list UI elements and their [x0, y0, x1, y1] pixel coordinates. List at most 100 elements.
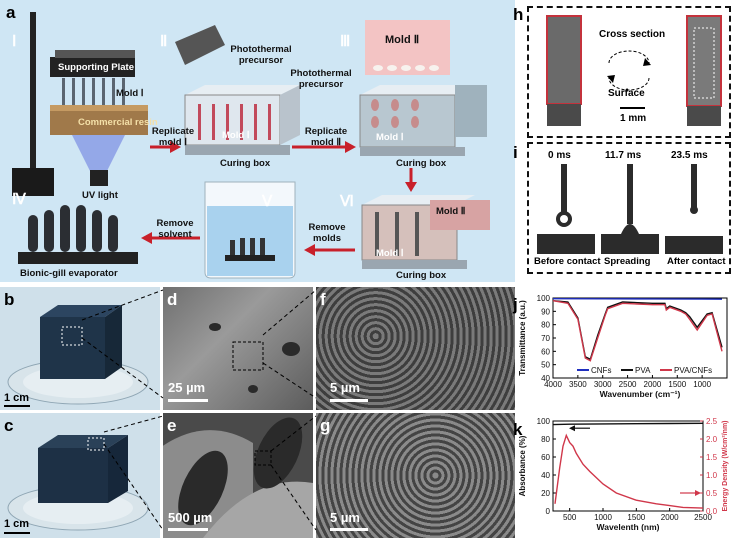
panel-a-illustration [12, 12, 490, 279]
panel-h-letter: h [513, 5, 524, 24]
chart-k-ytick-right-label-3: 1.5 [706, 453, 718, 462]
printer-base [12, 168, 54, 196]
chart-j-ytick-label-3: 70 [541, 334, 550, 343]
mold1-box6-label: Mold Ⅰ [376, 248, 404, 259]
panel-b-letter: b [4, 290, 15, 309]
precursor-label-2: Photothermal precursor [290, 68, 352, 90]
scale-label-d: 25 µm [168, 380, 206, 395]
chart-j-ytick-label-1: 50 [541, 361, 550, 370]
uv-beam [72, 135, 125, 175]
precursor-label-1: Photothermal precursor [230, 44, 292, 66]
chart-j-series-2 [552, 300, 723, 362]
chart-k-frame [552, 420, 704, 512]
chart-j-xtick-label-2: 3000 [594, 380, 612, 389]
chart-k-xlabel: Wavelenth (nm) [597, 522, 660, 532]
chart-j-ytick-label-4: 80 [541, 321, 550, 330]
chart-j-xtick-label-3: 2500 [619, 380, 637, 389]
chart-k-ytick-label-3: 60 [541, 453, 550, 462]
photo-b [0, 287, 160, 410]
chart-k-xtick-label-0: 500 [563, 513, 577, 522]
chart-j-series-1 [552, 300, 723, 361]
scale-label-g: 5 µm [330, 510, 360, 525]
supporting-plate [50, 57, 135, 77]
surface-label: Surface [608, 88, 645, 99]
uv-light-label: UV light [82, 190, 118, 201]
photo-c [0, 413, 160, 538]
replicate-mold1-label: Replicate mold Ⅰ [151, 126, 195, 148]
step-1-numeral: Ⅰ [12, 34, 17, 50]
scale-bar-d [168, 399, 208, 402]
panel-f-letter: f [320, 290, 326, 309]
sem-d [163, 287, 313, 410]
chart-k-arrowhead-left [569, 425, 575, 432]
supporting-plate-label: Supporting Plate [58, 62, 134, 73]
bionic-gill-label: Bionic-gill evaporator [20, 268, 118, 279]
caption-spreading: Spreading [604, 256, 651, 267]
chart-k-series-1 [554, 433, 704, 509]
scale-bar-g [330, 528, 368, 531]
chart-j-ylabel: Transmittance (a.u.) [518, 300, 527, 376]
panel-c-letter: c [4, 416, 14, 435]
chart-j-ytick-label-5: 90 [541, 307, 550, 316]
scale-label-f: 5 µm [330, 380, 360, 395]
panel-i-frame [527, 142, 731, 274]
zoom-connectors [81, 289, 317, 531]
mold2-box6-label: Mold Ⅱ [436, 206, 466, 217]
printer-column [30, 12, 36, 172]
remove-solvent-label: Remove solvent [156, 218, 194, 240]
chart-k-ytick-label-4: 80 [541, 435, 550, 444]
step-6-numeral: Ⅵ [340, 194, 354, 210]
chart-k-ytick-right-label-5: 2.5 [706, 417, 718, 426]
step-5-numeral: Ⅴ [262, 194, 273, 210]
time-1: 11.7 ms [605, 150, 642, 161]
panel-d-letter: d [167, 290, 178, 309]
chart-k-ytick-label-2: 40 [541, 471, 550, 480]
chart-j-ytick-label-2: 60 [541, 347, 550, 356]
chart-j-xlabel: Wavenumber (cm⁻¹) [600, 389, 681, 399]
chart-j-legend-label-1: PVA [635, 366, 651, 375]
step-4-numeral: Ⅳ [12, 192, 26, 208]
scale-bar-b [4, 405, 30, 407]
chart-k-ytick-label-1: 20 [541, 489, 550, 498]
chart-k-ytick-right-label-4: 2.0 [706, 435, 718, 444]
panel-h-images [546, 15, 722, 126]
scale-label-c: 1 cm [4, 518, 30, 530]
chart-k-xtick-label-2: 1500 [627, 513, 645, 522]
sem-f [316, 287, 515, 410]
uv-lamp [90, 170, 108, 186]
remove-molds-label: Remove molds [308, 222, 346, 244]
chart-j-ytick-label-6: 100 [537, 294, 551, 303]
curing-box-label-3: Curing box [396, 270, 447, 281]
chart-j-legend-label-0: CNFs [591, 366, 611, 375]
panel-j-letter: j [513, 295, 518, 314]
scale-label-e: 500 µm [168, 510, 213, 525]
curing-box-label-1: Curing box [220, 158, 271, 169]
time-0: 0 ms [548, 150, 571, 161]
sem-e [163, 413, 313, 538]
chart-j-ytick-label-0: 40 [541, 374, 550, 383]
chart-k-ylabel-right: Energy Density (W/cm²/nm) [722, 420, 729, 511]
chart-j-series-0 [552, 298, 723, 300]
mold1-label: Mold Ⅰ [116, 88, 144, 99]
chart-j-xtick-label-0: 4000 [544, 380, 562, 389]
chart-k-xtick-label-1: 1000 [594, 513, 612, 522]
panel-g-letter: g [320, 416, 331, 435]
chart-j-xtick-label-5: 1500 [668, 380, 686, 389]
scale-label-b: 1 cm [4, 392, 30, 404]
time-2: 23.5 ms [671, 150, 708, 161]
precursor-bottle [175, 25, 225, 65]
evaporator-base [18, 252, 138, 264]
scale-bar-f [330, 399, 368, 402]
chart-j-legend-label-2: PVA/CNFs [674, 366, 712, 375]
sem-g [316, 413, 515, 538]
chart-k-ytick-label-0: 0 [546, 507, 551, 516]
mold1-in-box-label: Mold Ⅰ [222, 130, 250, 141]
panel-k-letter: k [513, 420, 523, 439]
curing-box-label-2: Curing box [396, 158, 447, 169]
cross-section-label: Cross section [599, 29, 666, 40]
chart-k-ytick-label-5: 100 [537, 417, 551, 426]
panel-e-letter: e [167, 416, 177, 435]
panel-i-letter: i [513, 143, 518, 162]
chart-k-ytick-right-label-0: 0.0 [706, 507, 718, 516]
